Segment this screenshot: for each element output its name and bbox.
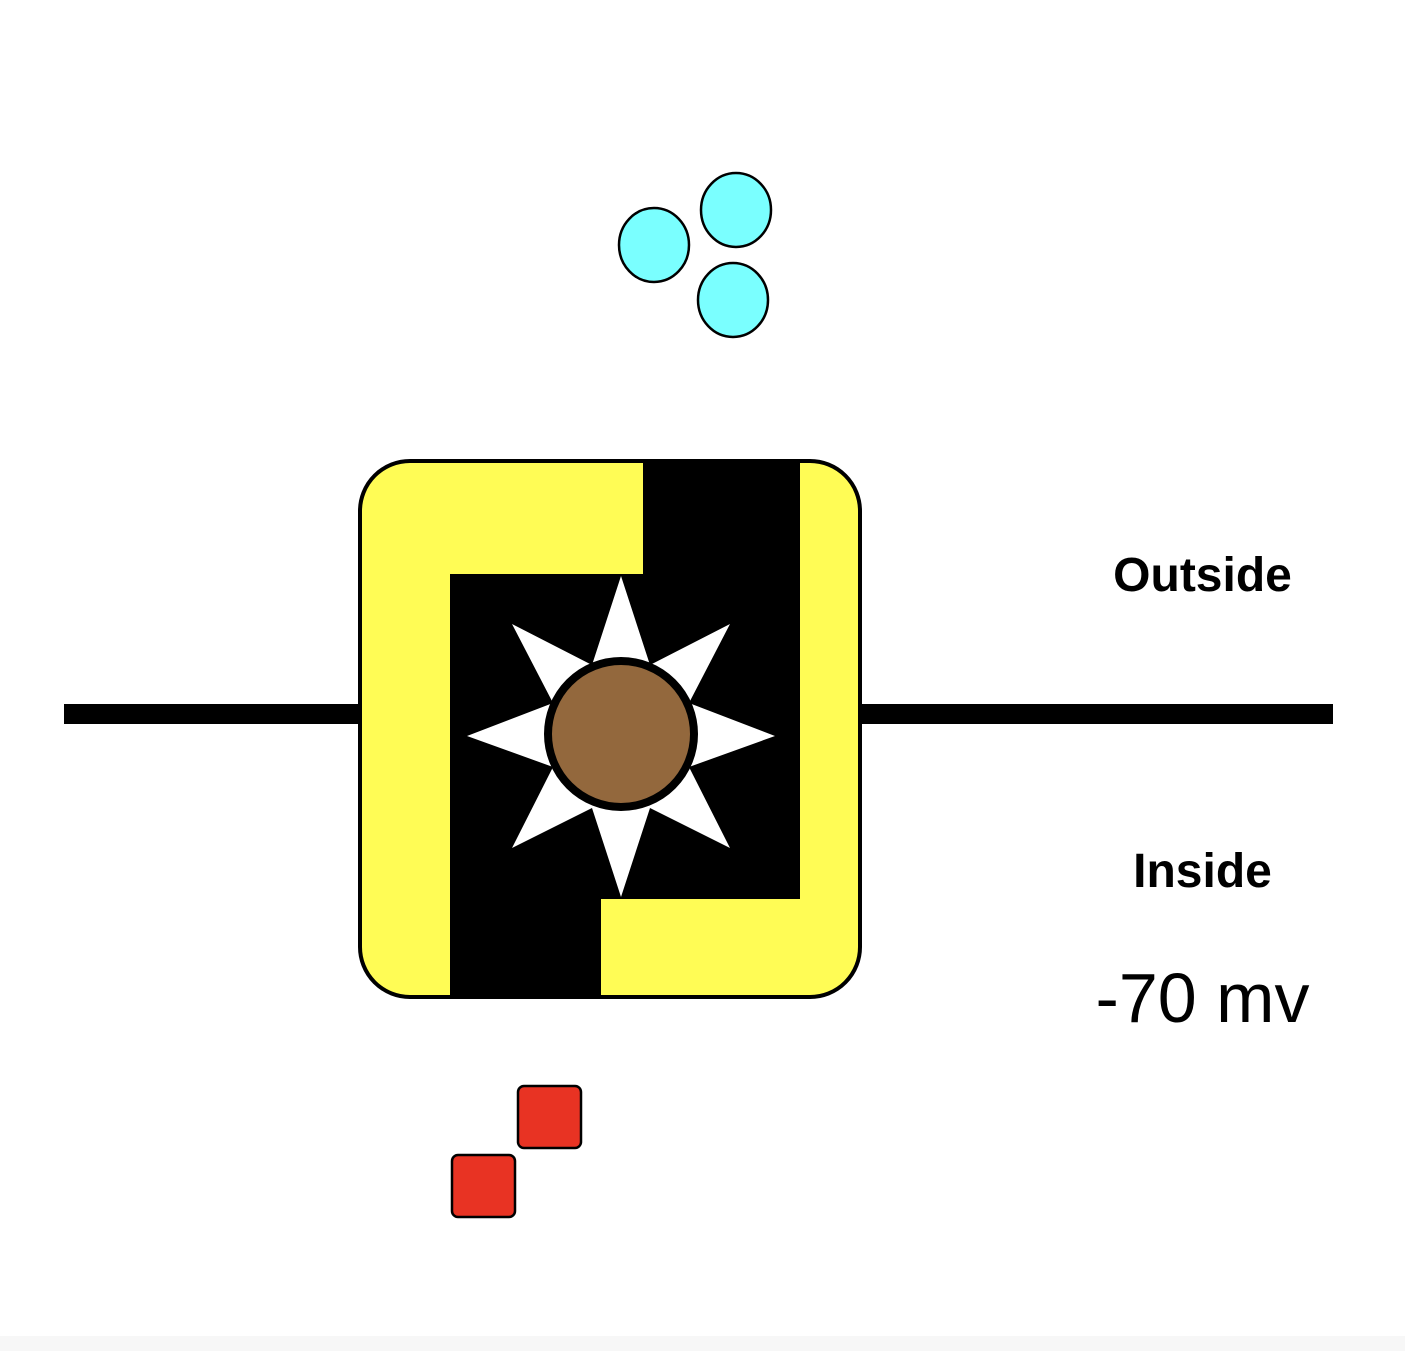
inside-ion	[516, 1084, 583, 1150]
membrane-potential-label: -70 mv	[1095, 959, 1310, 1037]
outside-ion	[617, 206, 691, 284]
membrane-left	[64, 704, 364, 724]
membrane-right	[858, 704, 1333, 724]
outside-label: Outside	[1113, 549, 1292, 602]
outside-ion	[696, 261, 770, 339]
bottom-edge-strip	[0, 1336, 1405, 1351]
inside-label: Inside	[1133, 845, 1272, 898]
outside-ion	[699, 171, 773, 249]
gate-center	[544, 657, 698, 811]
inside-ion	[450, 1153, 517, 1219]
